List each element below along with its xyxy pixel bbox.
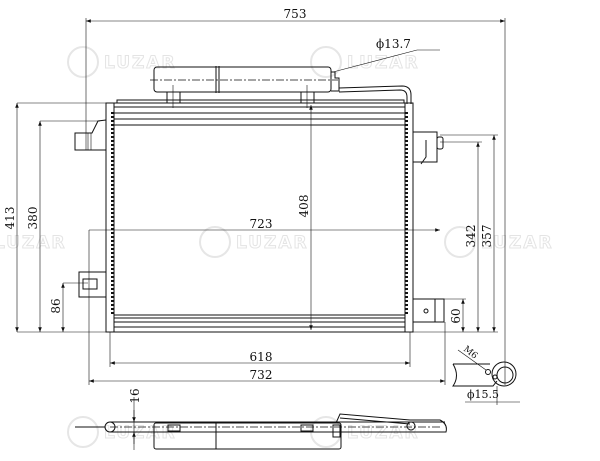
dim-732: 732 bbox=[250, 368, 273, 382]
dim-618: 618 bbox=[250, 350, 273, 364]
dim-60: 60 bbox=[449, 308, 463, 323]
dim-408: 408 bbox=[297, 195, 311, 218]
svg-text:LUZAR: LUZAR bbox=[236, 233, 309, 253]
dim-753: 753 bbox=[284, 7, 307, 21]
dim-723: 723 bbox=[250, 217, 273, 231]
dim-16: 16 bbox=[128, 388, 142, 403]
svg-text:LUZAR: LUZAR bbox=[0, 233, 67, 253]
svg-text:LUZAR: LUZAR bbox=[104, 53, 177, 73]
fitting-detail: M6 ϕ15.5 bbox=[452, 344, 520, 405]
dim-m6: M6 bbox=[461, 344, 479, 361]
svg-text:LUZAR: LUZAR bbox=[347, 423, 420, 443]
watermark-logo bbox=[67, 46, 476, 448]
dim-86: 86 bbox=[49, 298, 63, 313]
dim-diameter-13-7: ϕ13.7 bbox=[376, 37, 411, 51]
svg-text:LUZAR: LUZAR bbox=[347, 53, 420, 73]
dim-380: 380 bbox=[26, 207, 40, 230]
dim-357: 357 bbox=[480, 225, 494, 248]
svg-text:LUZAR: LUZAR bbox=[104, 423, 177, 443]
svg-text:LUZAR: LUZAR bbox=[481, 233, 554, 253]
dim-413: 413 bbox=[3, 207, 17, 230]
bottom-view: 16 bbox=[75, 388, 447, 450]
dimension-lines bbox=[15, 18, 506, 385]
dim-diameter-15-5: ϕ15.5 bbox=[467, 388, 499, 401]
dim-342: 342 bbox=[464, 225, 478, 248]
condenser-core bbox=[105, 99, 414, 333]
